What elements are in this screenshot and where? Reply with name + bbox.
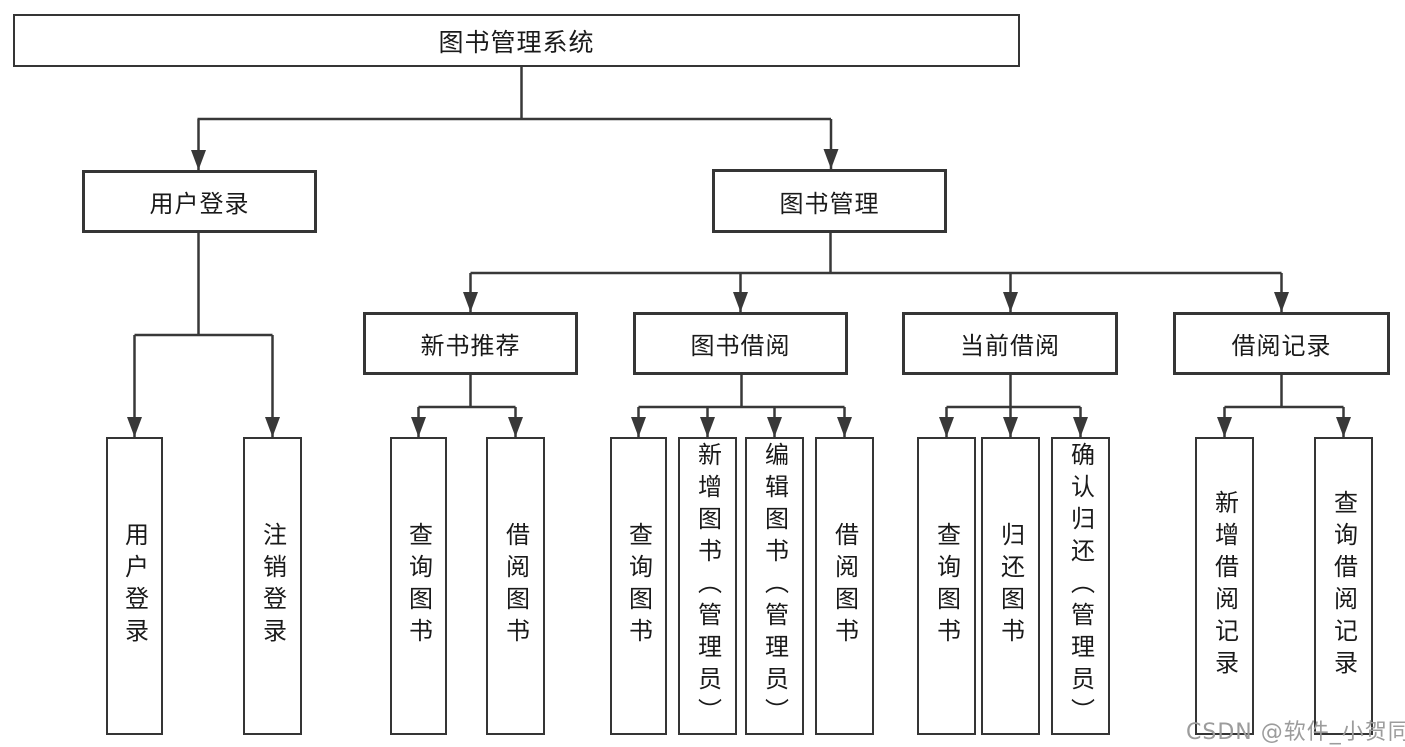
- node-leaf-confirm-return-admin: 确认归还（管理员）: [1051, 437, 1110, 735]
- node-user-login: 用户登录: [82, 170, 317, 233]
- node-leaf-return-book: 归还图书: [981, 437, 1040, 735]
- node-leaf-logout: 注销登录: [243, 437, 302, 735]
- node-book-management: 图书管理: [712, 169, 947, 233]
- node-new-book-recommend: 新书推荐: [363, 312, 578, 375]
- node-library-system: 图书管理系统: [13, 14, 1020, 67]
- node-leaf-query-borrow-record: 查询借阅记录: [1314, 437, 1373, 735]
- node-leaf-add-book-admin: 新增图书（管理员）: [678, 437, 737, 735]
- node-leaf-query-books-3: 查询图书: [917, 437, 976, 735]
- watermark-text: CSDN @软件_小贺同学: [1186, 720, 1405, 745]
- node-leaf-add-borrow-record: 新增借阅记录: [1195, 437, 1254, 735]
- node-current-borrow: 当前借阅: [902, 312, 1118, 375]
- node-book-borrow: 图书借阅: [633, 312, 848, 375]
- connector-line-path: [133, 67, 1345, 437]
- node-leaf-user-login: 用户登录: [106, 437, 163, 735]
- node-leaf-edit-book-admin: 编辑图书（管理员）: [745, 437, 804, 735]
- node-leaf-borrow-books-1: 借阅图书: [486, 437, 545, 735]
- node-borrow-records: 借阅记录: [1173, 312, 1390, 375]
- arrowhead-icon: [127, 149, 1351, 437]
- node-leaf-borrow-books-2: 借阅图书: [815, 437, 874, 735]
- node-leaf-query-books-1: 查询图书: [390, 437, 447, 735]
- node-leaf-query-books-2: 查询图书: [610, 437, 667, 735]
